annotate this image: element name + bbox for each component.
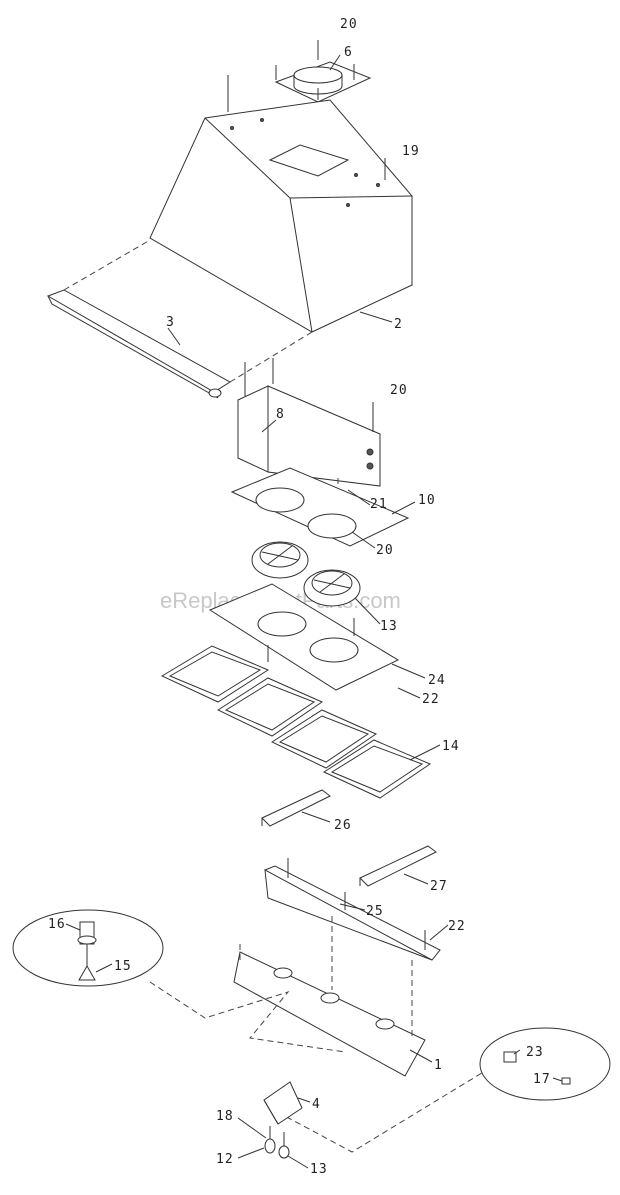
label-14: 14 xyxy=(442,739,460,754)
label-18: 18 xyxy=(216,1109,234,1124)
part-4-switch-box xyxy=(263,1081,303,1125)
leader-line-right xyxy=(269,1067,491,1153)
leader-line-left xyxy=(149,981,346,1053)
label-4: 4 xyxy=(312,1097,321,1112)
label-19: 19 xyxy=(402,144,420,159)
label-21: 21 xyxy=(370,497,388,512)
part-24-lower-plate xyxy=(208,583,400,691)
label-1: 1 xyxy=(434,1058,443,1073)
part-10-mounting-plate xyxy=(230,467,410,547)
part-26-bracket xyxy=(261,789,331,827)
part-6-duct-collar xyxy=(274,40,372,103)
label-leaders xyxy=(65,54,563,1169)
label-23: 23 xyxy=(526,1045,544,1060)
label-20: 20 xyxy=(390,383,408,398)
label-22: 22 xyxy=(422,692,440,707)
part-13-blowers xyxy=(251,541,361,607)
label-27: 27 xyxy=(430,879,448,894)
label-20: 20 xyxy=(376,543,394,558)
label-22: 22 xyxy=(448,919,466,934)
label-6: 6 xyxy=(344,45,353,60)
label-26: 26 xyxy=(334,818,352,833)
label-2: 2 xyxy=(394,317,403,332)
part-25-front-panel xyxy=(263,858,441,961)
label-10: 10 xyxy=(418,493,436,508)
parts-18-12-13-knobs xyxy=(264,1126,290,1159)
part-14-filters xyxy=(160,645,432,799)
callout-bubble-left xyxy=(12,909,164,987)
label-13: 13 xyxy=(310,1162,328,1177)
part-3-front-rail xyxy=(46,239,313,399)
label-25: 25 xyxy=(366,904,384,919)
label-16: 16 xyxy=(48,917,66,932)
part-27-bracket xyxy=(359,845,437,887)
part-8-blower-bracket xyxy=(237,358,381,500)
label-13: 13 xyxy=(380,619,398,634)
part-1-light-panel xyxy=(233,916,426,1077)
label-20: 20 xyxy=(340,17,358,32)
label-12: 12 xyxy=(216,1152,234,1167)
callout-bubble-right xyxy=(479,1027,611,1101)
part-2-hood-shell xyxy=(149,75,413,333)
label-8: 8 xyxy=(276,407,285,422)
label-3: 3 xyxy=(166,315,175,330)
label-15: 15 xyxy=(114,959,132,974)
label-24: 24 xyxy=(428,673,446,688)
label-17: 17 xyxy=(533,1072,551,1087)
